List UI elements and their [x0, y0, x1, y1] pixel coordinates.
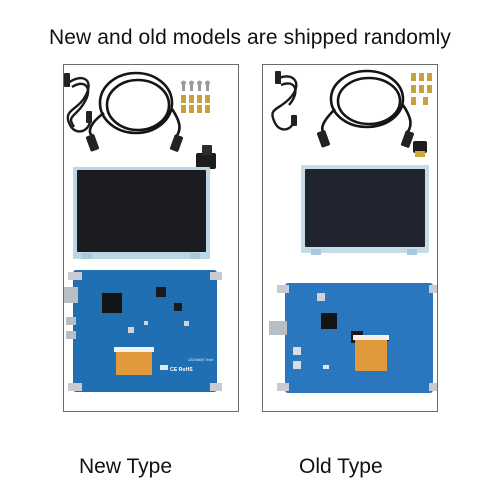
usb-plug-micro	[86, 111, 92, 123]
caption-old-type: Old Type	[299, 455, 383, 478]
pcb-logos: CE RoHS	[170, 367, 193, 373]
product-photo-new-type: CE RoHS 1024x600 7inch	[63, 64, 239, 412]
lcd-screen	[77, 170, 206, 252]
hdmi-plug-right	[169, 134, 184, 152]
hdmi-port	[66, 331, 76, 339]
pcb-back	[269, 283, 437, 393]
hdmi-cable	[88, 71, 181, 139]
hdmi-adapter	[196, 145, 216, 169]
caption-new-type: New Type	[79, 455, 172, 478]
usb-port-power	[64, 287, 78, 303]
controller-chip	[321, 313, 337, 329]
hdmi-port	[269, 321, 287, 335]
screws-standoffs	[411, 73, 432, 105]
controller-chip	[102, 293, 122, 313]
product-photo-old-type	[262, 64, 438, 412]
usb-cable	[271, 75, 298, 131]
lcd-screen	[305, 169, 425, 247]
screws-standoffs	[181, 80, 210, 113]
hdmi-adapter	[413, 141, 427, 157]
headline: New and old models are shipped randomly	[49, 26, 451, 49]
pcb-marking: 1024x600 7inch	[188, 358, 213, 362]
lcd-front	[301, 165, 429, 255]
micro-usb-port	[66, 317, 76, 325]
old-type-kit-illustration	[269, 69, 437, 393]
hdmi-plug-left	[85, 134, 100, 152]
usb-cable	[66, 76, 92, 133]
pcb-back: CE RoHS 1024x600 7inch	[64, 270, 222, 392]
hdmi-cable	[321, 69, 412, 136]
fpc-ribbon	[355, 337, 387, 371]
fpc-ribbon	[116, 349, 152, 375]
new-type-kit-illustration: CE RoHS 1024x600 7inch	[64, 71, 222, 392]
lcd-front	[73, 167, 210, 259]
usb-plug-a	[64, 73, 70, 87]
